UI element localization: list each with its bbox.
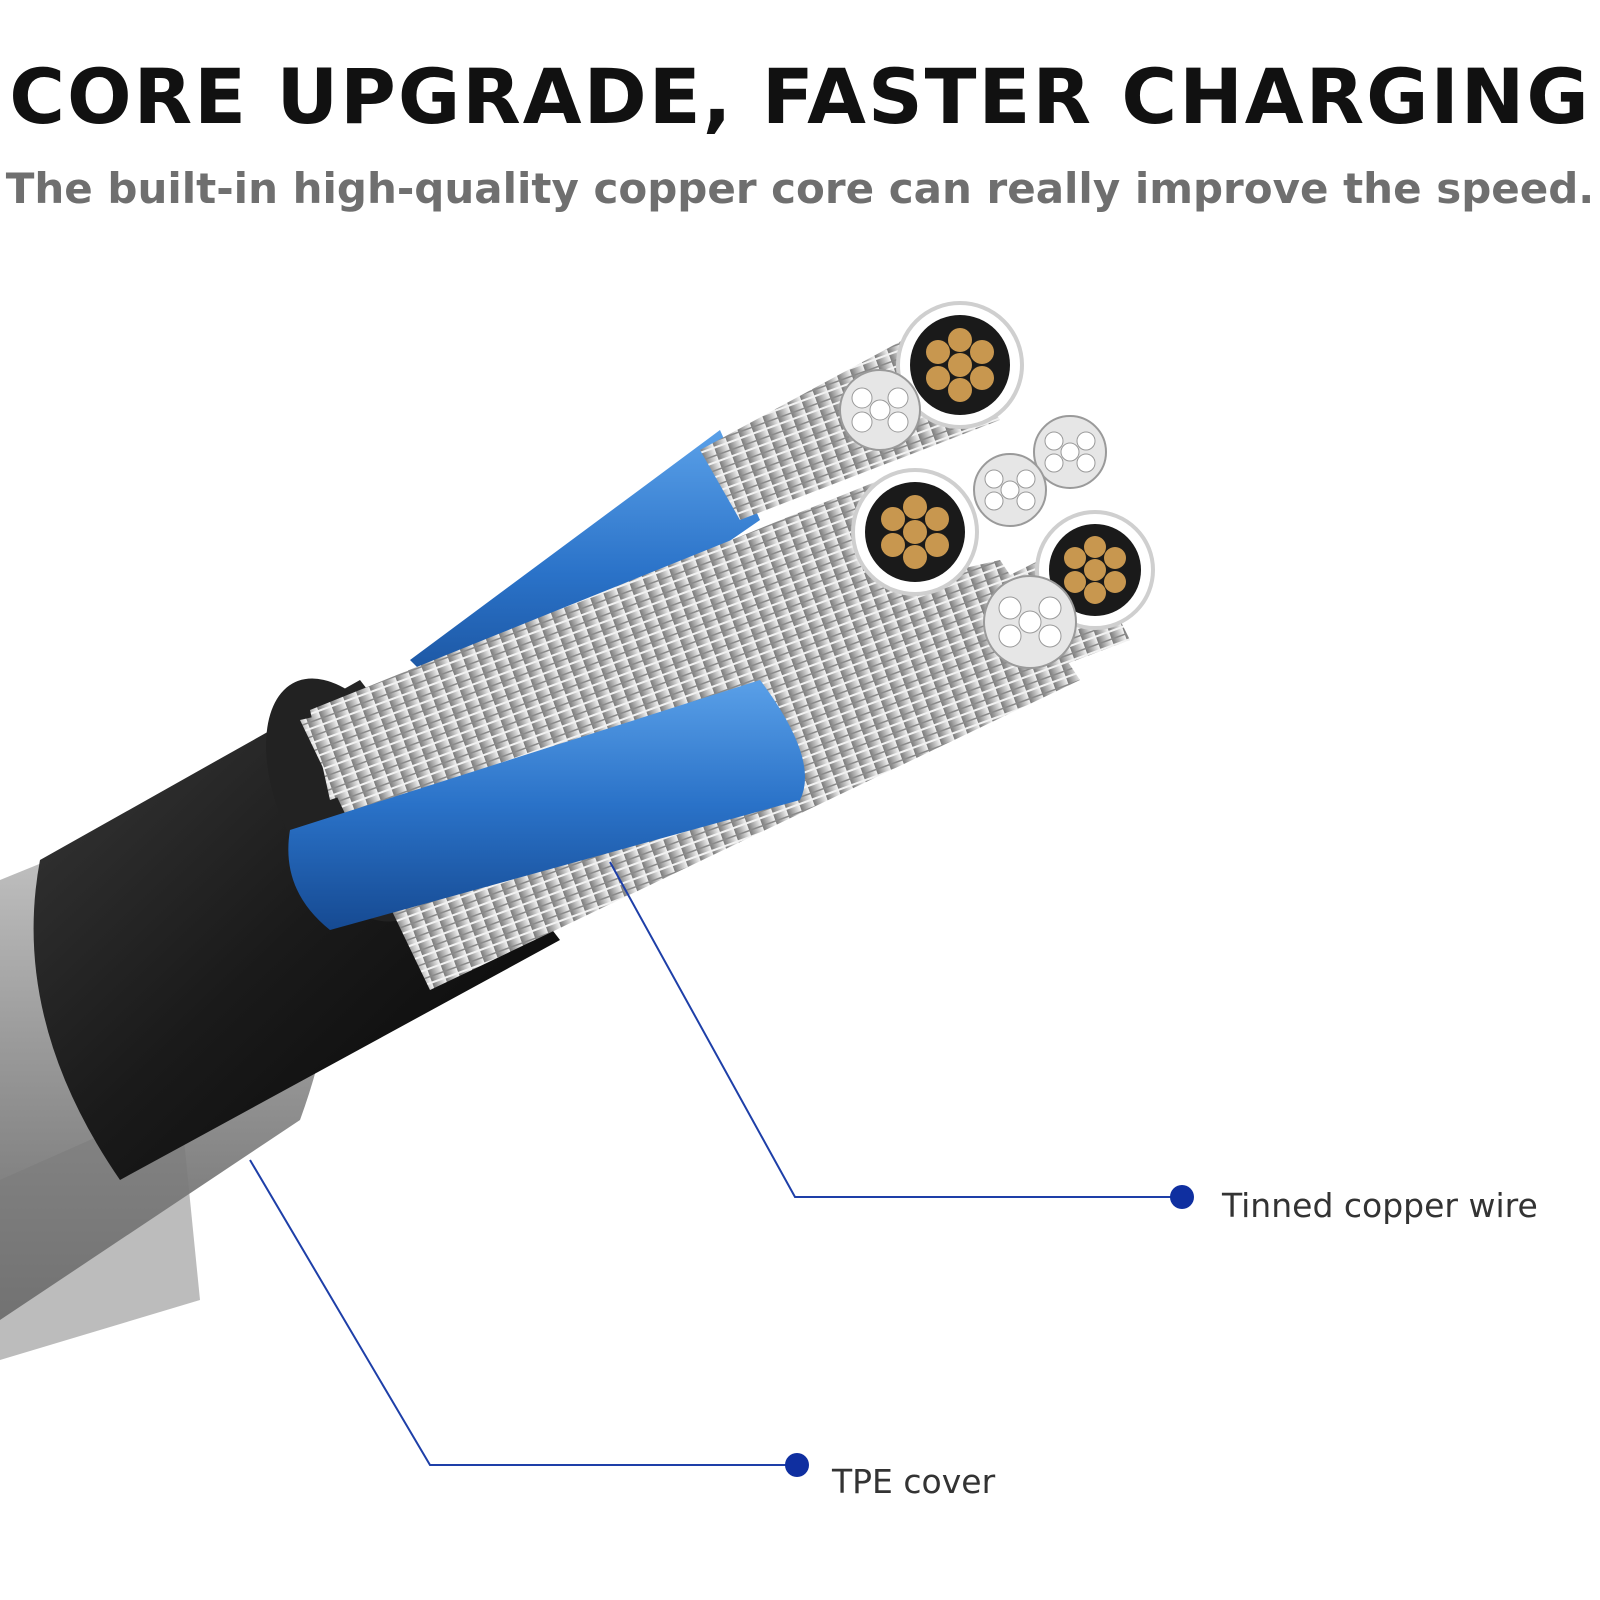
- copper-core-end-1: [896, 301, 1024, 429]
- callout-label-tpe-cover: TPE cover: [832, 1462, 996, 1501]
- page-subtitle: The built-in high-quality copper core ca…: [5, 164, 1595, 213]
- tinned-strand-end-3: [973, 453, 1047, 527]
- callout-line-tpe-cover: [249, 1159, 797, 1466]
- callout-dot-tpe-cover: [785, 1453, 809, 1477]
- callout-line-tinned-copper-wire: [609, 861, 1182, 1198]
- tinned-strand-end-4: [983, 575, 1077, 669]
- blue-insulation-front: [288, 680, 805, 930]
- tinned-strand-end-2: [1033, 415, 1107, 489]
- callout-dot-tinned-copper-wire: [1170, 1185, 1194, 1209]
- silver-conductor-main: [310, 480, 960, 800]
- callout-label-tinned-copper-wire: Tinned copper wire: [1222, 1186, 1538, 1225]
- page-title: CORE UPGRADE, FASTER CHARGING: [9, 52, 1591, 141]
- copper-core-end-2: [851, 468, 979, 596]
- tinned-strand-end-1: [839, 369, 921, 451]
